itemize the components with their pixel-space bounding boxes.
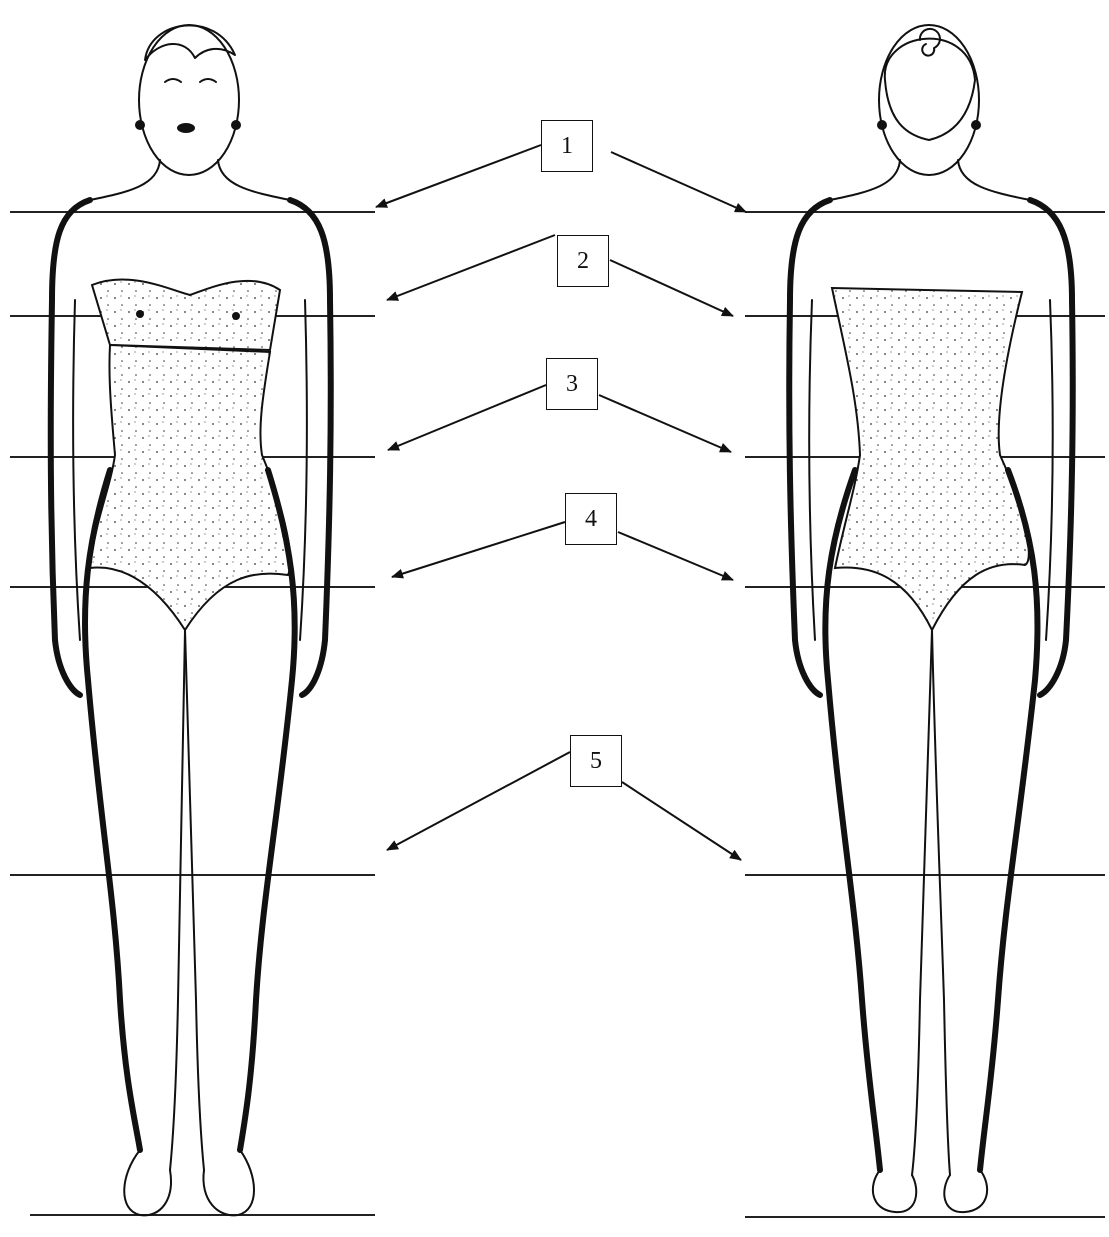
label-box-2: 2 — [557, 235, 609, 287]
front-neck-left — [90, 160, 160, 200]
arrow-4-left — [392, 522, 565, 577]
arrow-1-left — [376, 145, 541, 207]
label-3: 3 — [566, 371, 578, 398]
arrow-2-left — [387, 235, 555, 300]
arrow-4-right — [618, 532, 733, 580]
back-figure — [789, 25, 1073, 1212]
back-head — [879, 25, 979, 175]
back-left-leg-outline — [825, 470, 880, 1170]
label-box-1: 1 — [541, 120, 593, 172]
back-left-arm-inner — [809, 300, 815, 640]
back-right-arm-inner — [1046, 300, 1053, 640]
label-5: 5 — [590, 748, 602, 775]
label-2: 2 — [577, 248, 589, 275]
front-neck-right — [218, 160, 290, 200]
label-box-4: 4 — [565, 493, 617, 545]
arrow-1-right — [611, 152, 746, 212]
back-hair-bun — [920, 29, 940, 56]
front-bra — [92, 280, 280, 350]
front-eye-left — [165, 79, 181, 82]
front-bust-point-right — [232, 312, 240, 320]
label-1: 1 — [561, 133, 573, 160]
label-4: 4 — [585, 506, 597, 533]
back-earring-right — [971, 120, 981, 130]
front-eye-right — [200, 79, 216, 82]
back-hair — [885, 39, 975, 140]
back-foot-left — [873, 1170, 916, 1212]
front-figure — [51, 25, 331, 1215]
arrow-3-left — [388, 385, 546, 450]
front-right-arm-inner — [300, 300, 307, 640]
front-earring-left — [135, 120, 145, 130]
front-inner-leg-left — [170, 630, 185, 1170]
back-inner-leg-left — [912, 630, 932, 1175]
back-neck-right — [958, 160, 1030, 200]
arrow-3-right — [599, 395, 731, 452]
arrow-5-left — [387, 752, 570, 850]
back-earring-left — [877, 120, 887, 130]
front-bust-point-left — [136, 310, 144, 318]
arrow-2-right — [610, 260, 733, 316]
front-earring-right — [231, 120, 241, 130]
front-head — [139, 25, 239, 175]
front-left-arm-inner — [73, 300, 80, 640]
front-foot-left — [124, 1150, 171, 1215]
back-foot-right — [944, 1170, 987, 1212]
front-foot-right — [203, 1150, 254, 1215]
back-right-leg-outline — [980, 470, 1038, 1170]
back-bodysuit — [832, 288, 1029, 630]
arrow-5-right — [622, 782, 741, 860]
label-box-3: 3 — [546, 358, 598, 410]
label-box-5: 5 — [570, 735, 622, 787]
back-inner-leg-right — [932, 630, 950, 1175]
back-neck-left — [830, 160, 900, 200]
front-mouth — [177, 123, 195, 133]
front-inner-leg-right — [185, 630, 204, 1170]
